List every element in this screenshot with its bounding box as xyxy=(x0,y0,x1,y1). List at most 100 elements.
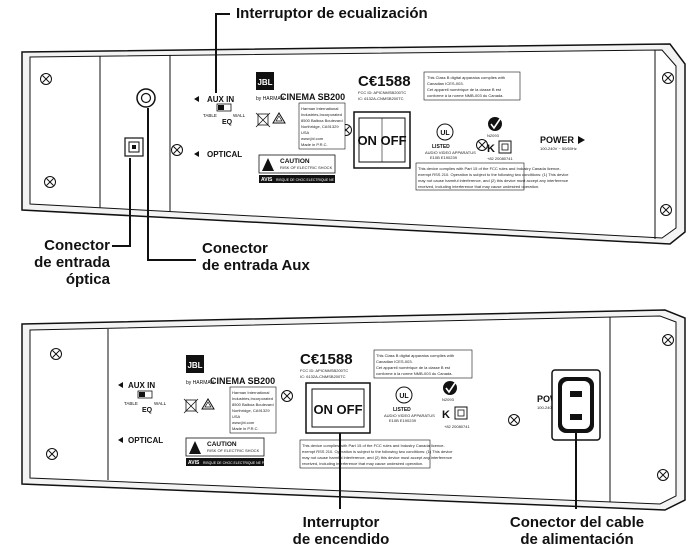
svg-text:exempt RSS 210. Operation is s: exempt RSS 210. Operation is subject to … xyxy=(418,172,569,177)
svg-text:Canadian ICES-003.: Canadian ICES-003. xyxy=(427,81,464,86)
callout-line-1: Conector xyxy=(202,240,268,257)
svg-text:Industries,Incorporated: Industries,Incorporated xyxy=(301,112,342,117)
svg-text:TABLE: TABLE xyxy=(203,113,217,118)
svg-text:www.jbl.com: www.jbl.com xyxy=(232,420,255,425)
svg-text:UL: UL xyxy=(440,130,450,137)
svg-text:LISTED: LISTED xyxy=(393,407,411,413)
callout-line-3: óptica xyxy=(65,271,110,288)
svg-text:Canadian ICES-003.: Canadian ICES-003. xyxy=(376,359,413,364)
svg-text:+82 20080741: +82 20080741 xyxy=(444,424,470,429)
svg-text:CINEMA SB200: CINEMA SB200 xyxy=(210,376,275,386)
svg-text:Harman International: Harman International xyxy=(232,390,269,395)
svg-text:Northridge, CA91329: Northridge, CA91329 xyxy=(232,408,270,413)
svg-text:CAUTION: CAUTION xyxy=(207,441,237,448)
svg-text:FCC ID: APICNMSB200TC: FCC ID: APICNMSB200TC xyxy=(300,368,348,373)
optical-callout-line xyxy=(112,158,131,247)
svg-text:This device complies with Part: This device complies with Part 15 of the… xyxy=(418,166,561,171)
svg-text:received, including interferen: received, including interference that ma… xyxy=(418,184,539,189)
aux-callout-line xyxy=(147,108,196,261)
svg-text:Cet appareil numérique de la c: Cet appareil numérique de la classe B es… xyxy=(427,87,502,92)
svg-text:AUDIO VIDEO APPARATUS: AUDIO VIDEO APPARATUS xyxy=(425,150,476,155)
svg-text:N2093: N2093 xyxy=(487,133,500,138)
svg-text:8500 Balboa Boulevard: 8500 Balboa Boulevard xyxy=(232,402,274,407)
svg-text:This Class B digital apparatus: This Class B digital apparatus complies … xyxy=(376,353,454,358)
svg-text:AVIS: AVIS xyxy=(261,177,273,183)
ul-mark-icon xyxy=(436,123,454,141)
ul-mark-icon xyxy=(395,386,413,404)
callout-line-2: de entrada xyxy=(34,254,110,271)
aux-in-label: AUX IN xyxy=(207,95,234,104)
svg-text:OPTICAL: OPTICAL xyxy=(128,436,163,445)
svg-text:This Class B digital apparatus: This Class B digital apparatus complies … xyxy=(427,75,505,80)
callout-lines xyxy=(112,13,577,509)
callout-line-1: Conector del cable xyxy=(509,514,645,531)
svg-text:TABLE: TABLE xyxy=(124,401,138,406)
svg-text:WALL: WALL xyxy=(233,113,246,118)
svg-text:LISTED: LISTED xyxy=(432,144,450,150)
screw-icon xyxy=(171,144,183,156)
svg-text:RISQUE DE CHOC ELECTRIQUE NE P: RISQUE DE CHOC ELECTRIQUE NE PAS OUVRIR xyxy=(276,178,356,182)
svg-text:USA: USA xyxy=(301,130,310,135)
callout-line-1: Conector xyxy=(44,237,110,254)
svg-text:IC: 6132A-CNMSB200TC: IC: 6132A-CNMSB200TC xyxy=(300,374,346,379)
model-label: CINEMA SB200 xyxy=(280,92,345,102)
svg-text:RISQUE DE CHOC ELECTRIQUE NE P: RISQUE DE CHOC ELECTRIQUE NE PAS OUVRIR xyxy=(203,461,283,465)
svg-text:WALL: WALL xyxy=(154,401,167,406)
caution-label: CAUTION xyxy=(280,158,310,165)
svg-text:E10B E190239: E10B E190239 xyxy=(389,418,417,423)
optical-label: OPTICAL xyxy=(207,150,242,159)
power-label: POWER xyxy=(540,135,575,145)
eq-callout-line xyxy=(215,13,230,93)
svg-text:ON OFF: ON OFF xyxy=(357,133,406,148)
screw-icon xyxy=(46,448,58,460)
svg-text:ON OFF: ON OFF xyxy=(313,402,362,417)
svg-text:received, including interferen: received, including interference that ma… xyxy=(302,461,423,466)
svg-text:may not cause harmful interfer: may not cause harmful interference, and … xyxy=(302,455,453,460)
callout-line-1: Interruptor xyxy=(302,514,380,531)
screw-icon xyxy=(660,204,672,216)
screw-icon xyxy=(44,176,56,188)
svg-text:E10B E190239: E10B E190239 xyxy=(430,155,458,160)
svg-text:Industries,Incorporated: Industries,Incorporated xyxy=(232,396,273,401)
power-switch-callout: Interruptor de encendido xyxy=(283,514,399,548)
screw-icon xyxy=(662,72,674,84)
svg-text:Cet appareil numérique de la c: Cet appareil numérique de la classe B es… xyxy=(376,365,451,370)
svg-text:FCC ID: APICNMSB200TC: FCC ID: APICNMSB200TC xyxy=(358,90,406,95)
svg-text:Harman International: Harman International xyxy=(301,106,338,111)
svg-text:+82 20080741: +82 20080741 xyxy=(487,156,513,161)
bottom-panel: AUX IN TABLE WALL EQ OPTICAL JBL by HARM… xyxy=(21,309,686,511)
svg-text:EQ: EQ xyxy=(142,407,153,414)
svg-text:Made in P.R.C.: Made in P.R.C. xyxy=(232,426,259,431)
power-cable-callout: Conector del cable de alimentación xyxy=(496,514,658,548)
svg-text:www.jbl.com: www.jbl.com xyxy=(301,136,324,141)
screw-icon xyxy=(508,414,520,426)
svg-text:IC: 6132A-CNMSB200TC: IC: 6132A-CNMSB200TC xyxy=(358,96,404,101)
ce-mark: C€1588 xyxy=(358,73,411,90)
svg-text:Northridge, CA91329: Northridge, CA91329 xyxy=(301,124,339,129)
screw-icon xyxy=(476,139,488,151)
svg-text:exempt RSS 210. Operation is s: exempt RSS 210. Operation is subject to … xyxy=(302,449,453,454)
svg-text:RISK OF ELECTRIC SHOCK: RISK OF ELECTRIC SHOCK xyxy=(207,448,260,453)
screw-icon xyxy=(281,390,293,402)
jbl-logo-icon xyxy=(186,355,204,373)
svg-text:100-240V ~ 50/60Hz: 100-240V ~ 50/60Hz xyxy=(540,146,577,151)
svg-text:AVIS: AVIS xyxy=(188,460,200,466)
screw-icon xyxy=(657,469,669,481)
svg-text:conforme à la norme NMB-003 du: conforme à la norme NMB-003 du Canada. xyxy=(376,371,452,376)
svg-text:K: K xyxy=(442,409,450,421)
top-panel: AUX IN TABLE WALL EQ OPTICAL JBL by HARM… xyxy=(21,43,686,245)
screw-icon xyxy=(50,348,62,360)
screw-icon xyxy=(40,73,52,85)
svg-text:C€1588: C€1588 xyxy=(300,351,353,368)
svg-text:RISK OF ELECTRIC SHOCK: RISK OF ELECTRIC SHOCK xyxy=(280,165,333,170)
svg-text:by HARMAN: by HARMAN xyxy=(256,96,285,102)
svg-text:conforme à la norme NMB-003 du: conforme à la norme NMB-003 du Canada. xyxy=(427,93,503,98)
optical-input-callout: Conector de entrada óptica xyxy=(6,237,110,288)
aux-input-callout: Conector de entrada Aux xyxy=(202,240,310,274)
svg-text:K: K xyxy=(487,143,495,155)
svg-text:8500 Balboa Boulevard: 8500 Balboa Boulevard xyxy=(301,118,343,123)
screw-icon xyxy=(662,334,674,346)
callout-line-2: de alimentación xyxy=(520,531,634,548)
